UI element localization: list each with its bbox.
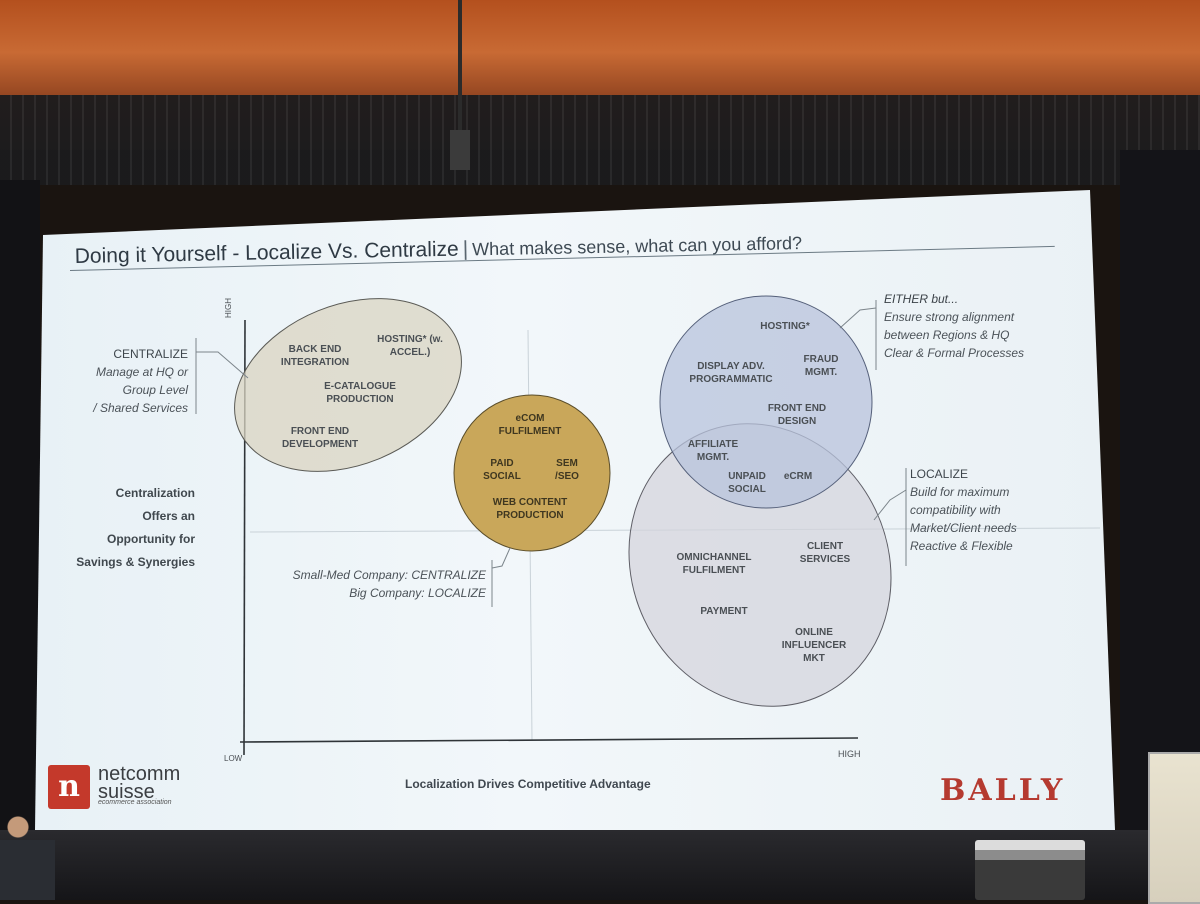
podium-device: [975, 840, 1085, 900]
cable-box: [450, 130, 470, 170]
centralize-line: / Shared Services: [93, 401, 188, 415]
centralize-ellipse: [234, 298, 462, 472]
localize-connector: [873, 489, 907, 521]
x-axis-label: Localization Drives Competitive Advantag…: [405, 777, 651, 791]
label-front-end-development: FRONT END DEVELOPMENT: [281, 426, 359, 450]
label-front-end-design: FRONT END DESIGN: [767, 403, 827, 427]
label-web-content-production: WEB CONTENT PRODUCTION: [492, 497, 568, 521]
y-axis-line: Opportunity for: [107, 532, 195, 546]
either-ellipse: [659, 295, 873, 509]
label-hosting-accel: HOSTING* (w. ACCEL.): [377, 334, 443, 358]
localize-line: Build for maximum: [910, 485, 1010, 499]
x-axis: [239, 737, 859, 743]
centralize-connector: [196, 351, 249, 379]
centralize-line: Group Level: [122, 383, 188, 397]
netcomm-name-line: suisse: [98, 781, 155, 803]
y-axis-description: Centralization Offers an Opportunity for…: [60, 482, 195, 574]
label-payment: PAYMENT: [700, 606, 748, 617]
left-wall: [0, 180, 40, 900]
company-note: Small-Med Company: CENTRALIZE Big Compan…: [270, 566, 486, 602]
y-axis-line: Savings & Synergies: [76, 555, 195, 569]
localize-note: LOCALIZE Build for maximum compatibility…: [910, 465, 1017, 555]
company-line: Big Company: LOCALIZE: [349, 586, 486, 600]
label-affiliate-mgmt: AFFILIATE MGMT.: [687, 439, 739, 463]
label-omnichannel-fulfilment: OMNICHANNEL FULFILMENT: [676, 552, 752, 576]
y-axis-line: Centralization: [115, 486, 195, 500]
stage-truss: [0, 95, 1200, 185]
label-ecrm: eCRM: [783, 471, 813, 482]
centralize-note: CENTRALIZE Manage at HQ or Group Level /…: [60, 345, 188, 417]
x-axis-low-label: LOW: [224, 754, 243, 763]
netcomm-tagline: ecommerce association: [98, 799, 172, 806]
label-back-end-integration: BACK END INTEGRATION: [280, 344, 350, 368]
bally-logo: BALLY: [940, 773, 1066, 808]
label-sem-seo: SEM /SEO: [555, 458, 579, 482]
label-ecom-fulfilment: eCOM FULFILMENT: [498, 413, 562, 437]
centralize-line: Manage at HQ or: [95, 365, 188, 379]
label-unpaid-social: UNPAID SOCIAL: [728, 471, 766, 495]
localize-line: compatibility with: [910, 503, 1001, 517]
label-fraud-mgmt: FRAUD MGMT.: [803, 354, 839, 378]
centralize-heading: CENTRALIZE: [113, 347, 188, 361]
presenter: [0, 815, 55, 900]
either-line: between Regions & HQ: [884, 328, 1010, 342]
hanging-cable: [458, 0, 462, 170]
either-heading: EITHER but...: [884, 292, 959, 306]
label-hosting: HOSTING*: [760, 321, 810, 332]
company-connector: [491, 547, 511, 569]
netcomm-logo-mark: n: [48, 765, 90, 809]
either-line: Ensure strong alignment: [884, 310, 1015, 324]
localize-line: Reactive & Flexible: [910, 539, 1013, 553]
label-e-catalogue-production: E-CATALOGUE PRODUCTION: [324, 381, 396, 405]
netcomm-name-line: netcomm: [98, 763, 181, 785]
label-online-influencer-mkt: ONLINE INFLUENCER MKT: [781, 627, 847, 664]
middle-circle: [453, 394, 611, 552]
netcomm-logo-name: netcomm suisse: [98, 763, 181, 803]
y-axis-high-label: HIGH: [224, 298, 233, 318]
either-connector: [839, 307, 877, 329]
y-axis-line: Offers an: [142, 509, 195, 523]
either-line: Clear & Formal Processes: [884, 346, 1025, 360]
either-note: EITHER but... Ensure strong alignment be…: [884, 290, 1024, 362]
localize-line: Market/Client needs: [910, 521, 1017, 535]
side-screen: [1148, 752, 1200, 904]
label-paid-social: PAID SOCIAL: [483, 458, 521, 482]
label-display-adv-programmatic: DISPLAY ADV. PROGRAMMATIC: [689, 361, 773, 385]
localize-heading: LOCALIZE: [910, 467, 969, 481]
x-axis-high-label: HIGH: [838, 749, 861, 759]
label-client-services: CLIENT SERVICES: [799, 541, 851, 565]
company-line: Small-Med Company: CENTRALIZE: [292, 568, 486, 582]
